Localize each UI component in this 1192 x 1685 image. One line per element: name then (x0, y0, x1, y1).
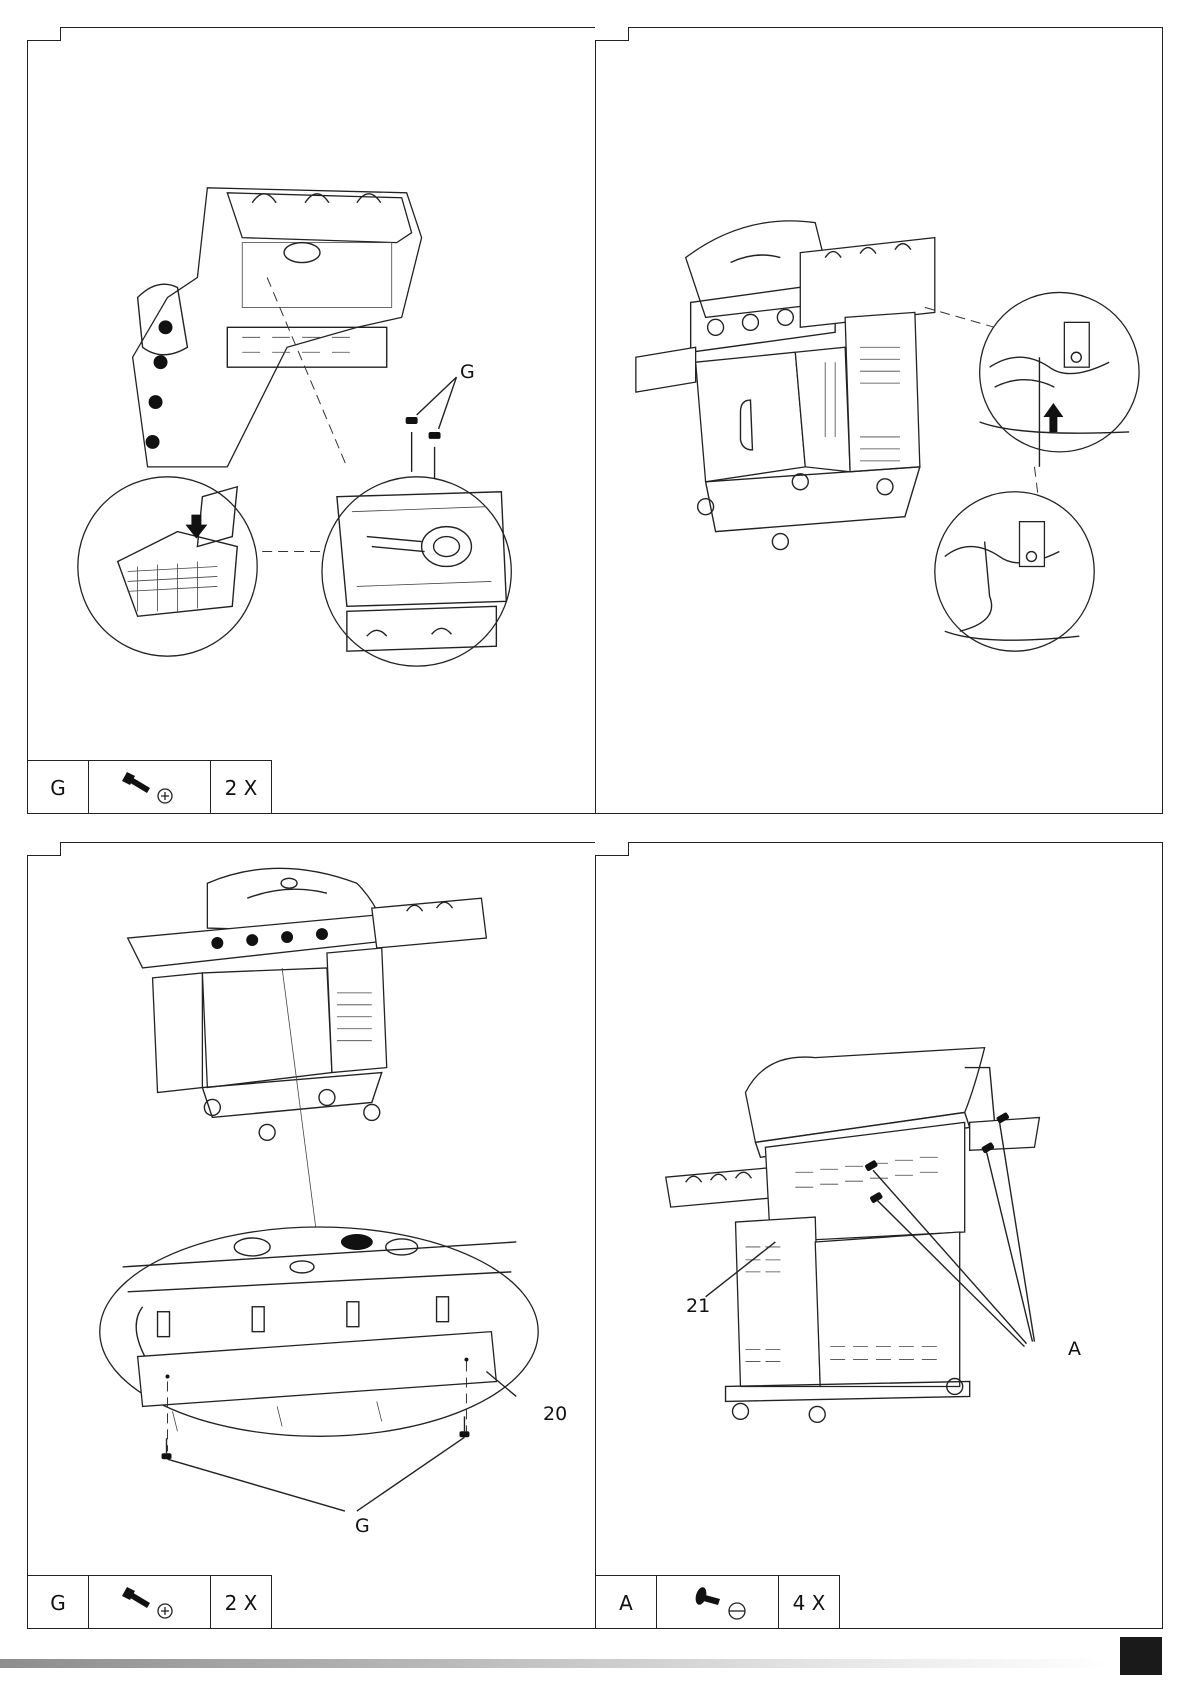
step-panel-3: 20 G G 2 X (27, 842, 596, 1629)
slotted-screw-icon (657, 1576, 779, 1629)
footer-gradient-bar (0, 1659, 1110, 1668)
ignition-wire-routing-illustration (596, 28, 1162, 813)
page-number-box (1120, 1637, 1162, 1675)
side-burner-assembly-illustration (28, 28, 595, 813)
step-panel-4: 21 A A 4 X (595, 842, 1163, 1629)
callout-label: 21 (686, 1295, 710, 1317)
hardware-letter: A (595, 1576, 657, 1629)
hardware-quantity: 2 X (211, 1576, 272, 1629)
callout-label: G (355, 1515, 370, 1537)
hardware-quantity: 2 X (211, 761, 272, 814)
hardware-parts-row: G 2 X (27, 1575, 272, 1629)
hardware-parts-row: G 2 X (27, 760, 272, 814)
phillips-screw-icon (89, 1576, 211, 1629)
callout-label: A (1068, 1338, 1081, 1360)
hardware-letter: G (27, 1576, 89, 1629)
step-panel-1: G G 2 X (27, 27, 596, 814)
hardware-quantity: 4 X (779, 1576, 840, 1629)
hardware-letter: G (27, 761, 89, 814)
rear-panel-screws-illustration (596, 843, 1162, 1628)
hardware-parts-row: A 4 X (595, 1575, 840, 1629)
callout-label: G (460, 361, 475, 383)
control-panel-heat-shield-illustration (28, 843, 595, 1628)
step-panel-2 (595, 27, 1163, 814)
callout-label: 20 (543, 1403, 567, 1425)
phillips-screw-icon (89, 761, 211, 814)
